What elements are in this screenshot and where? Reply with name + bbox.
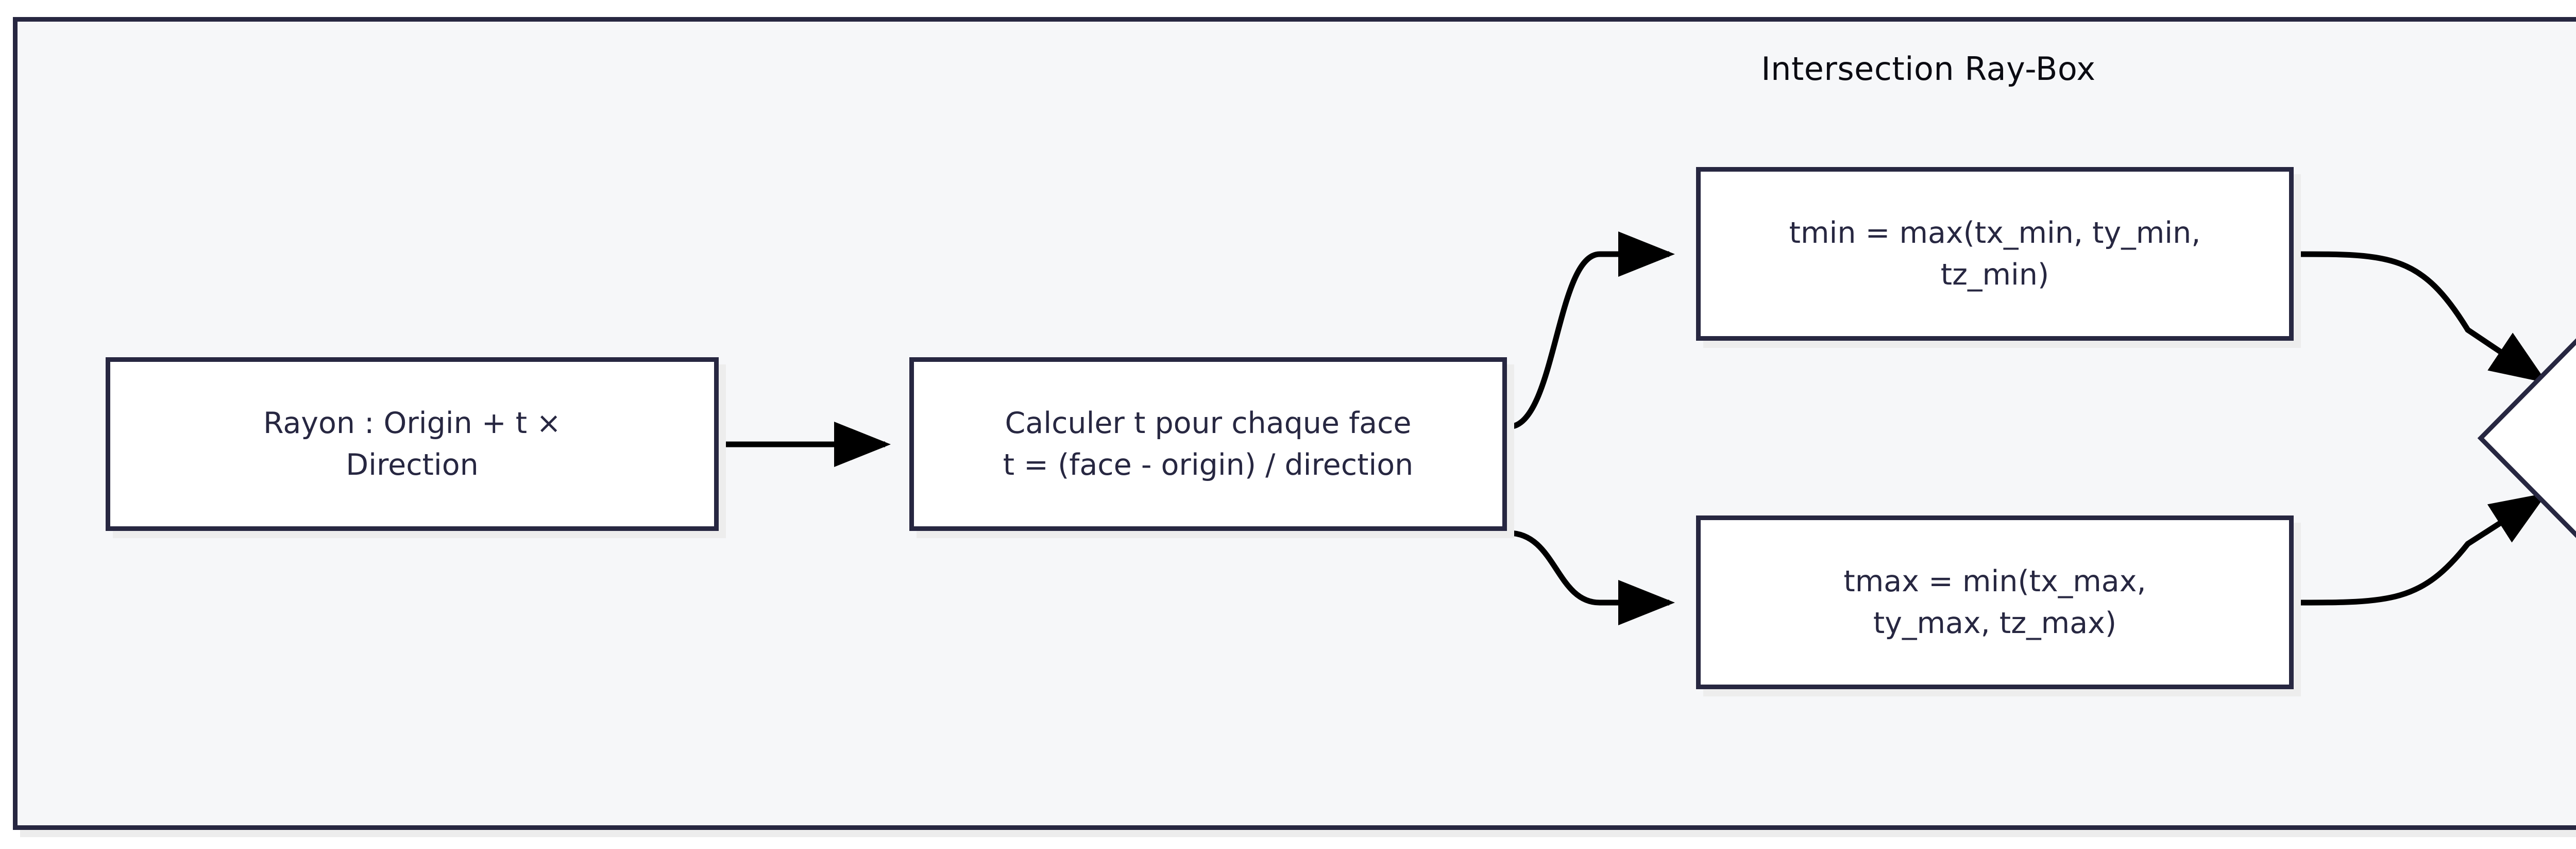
node-tmin-line-1: tmin = max(tx_min, ty_min, — [1789, 215, 2201, 250]
node-ray-line-2: Direction — [346, 447, 479, 482]
node-calc-line-2: t = (face - origin) / direction — [1003, 447, 1414, 482]
node-ray-line-1: Rayon : Origin + t × — [263, 406, 561, 440]
node-calculer-t[interactable]: Calculer t pour chaque face t = (face - … — [909, 357, 1507, 531]
subgraph-title: Intersection Ray-Box — [1761, 50, 2096, 88]
node-calc-line-1: Calculer t pour chaque face — [1005, 406, 1412, 440]
node-tmin[interactable]: tmin = max(tx_min, ty_min, tz_min) — [1696, 167, 2294, 341]
node-tmax[interactable]: tmax = min(tx_max, ty_max, tz_max) — [1696, 515, 2294, 689]
diamond-shape-icon — [2477, 338, 2576, 538]
node-decision-label: tmin < tmax ? — [2476, 224, 2576, 652]
node-tmin-line-2: tz_min) — [1940, 257, 2049, 292]
node-ray[interactable]: Rayon : Origin + t × Direction — [106, 357, 719, 531]
node-tmax-line-2: ty_max, tz_max) — [1873, 606, 2117, 640]
node-decision-tmin-lt-tmax[interactable]: tmin < tmax ? — [2476, 224, 2576, 652]
node-tmax-line-1: tmax = min(tx_max, — [1843, 564, 2146, 598]
